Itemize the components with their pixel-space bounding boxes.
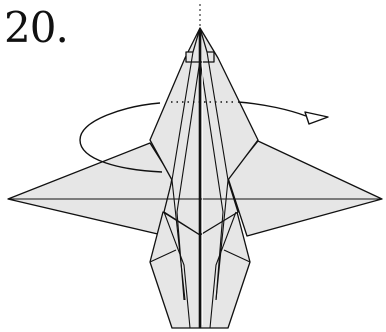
turn-over-arrowhead (304, 111, 329, 125)
left-wing (7, 142, 173, 236)
right-leg-crease (223, 249, 251, 263)
turn-over-arrow (79, 102, 163, 173)
inner-right-fold (199, 59, 224, 301)
right-body-fold (206, 51, 229, 301)
left-leg-crease (149, 249, 177, 263)
lower-left-inner (163, 211, 191, 329)
step-number: 20. (4, 3, 69, 52)
lower-right-inner (209, 211, 237, 329)
inner-left-fold (176, 59, 201, 301)
turn-over-arrow-tail (237, 101, 307, 117)
right-wing (227, 140, 383, 237)
